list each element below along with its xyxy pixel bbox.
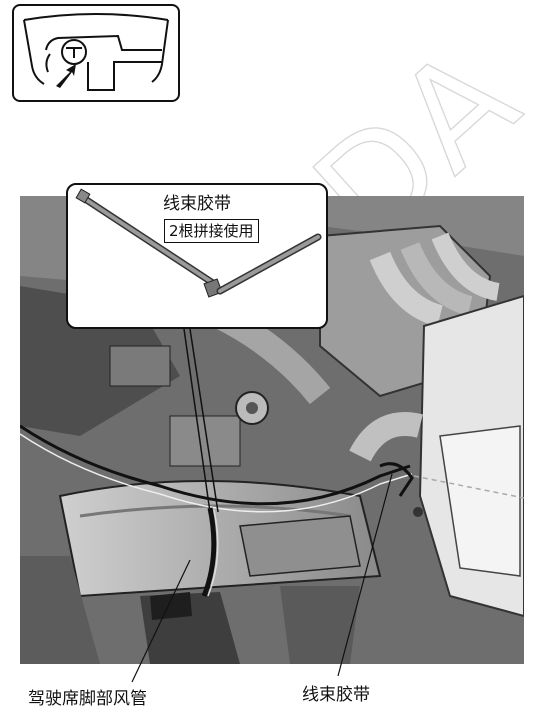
locator-inset (12, 4, 180, 102)
locator-dashboard-drawing (23, 13, 169, 91)
locator-arrow-icon (56, 64, 76, 88)
callout-title: 线束胶带 (163, 194, 231, 214)
label-harness-tape: 线束胶带 (302, 685, 370, 705)
callout-note-two-ties-joined: 2根拼接使用 (164, 219, 259, 243)
zip-tie-callout: 线束胶带 2根拼接使用 (66, 183, 328, 329)
zip-tie-drawing (75, 188, 322, 298)
label-driver-footwell-duct: 驾驶席脚部风管 (28, 689, 147, 709)
